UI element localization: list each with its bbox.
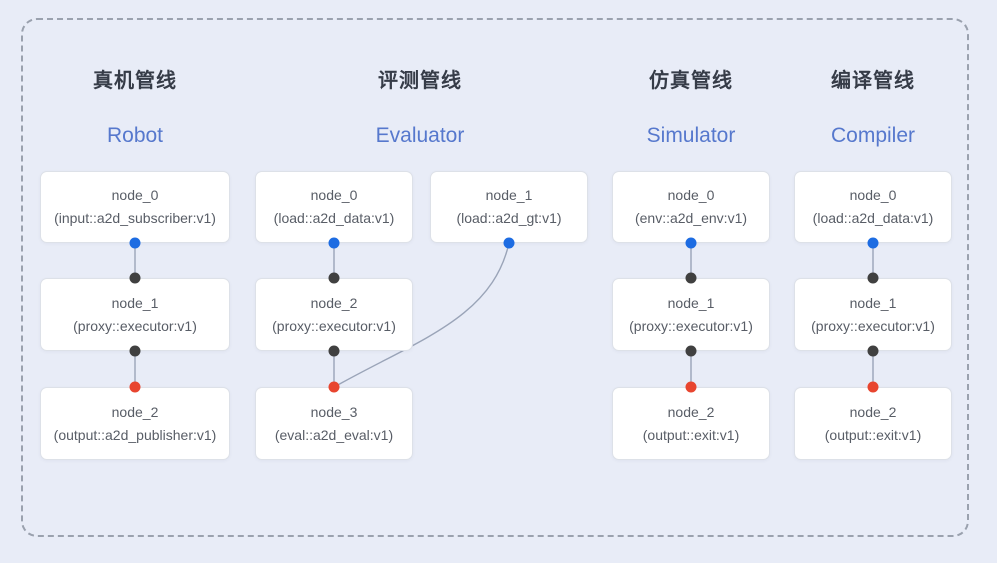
node-card-simulator-node1: node_1 (proxy::executor:v1) [612, 278, 770, 351]
node-card-evaluator-node2: node_2 (proxy::executor:v1) [255, 278, 413, 351]
node-name: node_2 [667, 403, 715, 420]
node-card-robot-node1: node_1 (proxy::executor:v1) [40, 278, 230, 351]
node-card-robot-node2: node_2 (output::a2d_publisher:v1) [40, 387, 230, 460]
node-name: node_1 [849, 294, 897, 311]
node-name: node_2 [111, 403, 159, 420]
node-name: node_2 [849, 403, 897, 420]
node-name: node_0 [310, 187, 358, 203]
pipeline-title-en-robot: Robot [106, 124, 164, 147]
node-card-evaluator-node3: node_3 (eval::a2d_eval:v1) [255, 387, 413, 460]
node-type: (proxy::executor:v1) [73, 317, 197, 334]
pipeline-title-zh-robot: 真机管线 [93, 70, 177, 92]
node-name: node_1 [485, 187, 533, 203]
node-card-simulator-node2: node_2 (output::exit:v1) [612, 387, 770, 460]
node-card-simulator-node0: node_0 (env::a2d_env:v1) [612, 171, 770, 243]
node-card-compiler-node1: node_1 (proxy::executor:v1) [794, 278, 952, 351]
pipeline-title-zh-compiler: 编译管线 [831, 70, 915, 92]
node-card-evaluator-node0: node_0 (load::a2d_data:v1) [255, 171, 413, 243]
node-type: (load::a2d_data:v1) [812, 210, 934, 226]
node-type: (load::a2d_data:v1) [273, 210, 395, 226]
node-type: (proxy::executor:v1) [272, 317, 396, 334]
node-type: (output::exit:v1) [824, 426, 922, 443]
node-name: node_1 [667, 294, 715, 311]
node-type: (output::a2d_publisher:v1) [53, 426, 217, 443]
node-type: (output::exit:v1) [642, 426, 740, 443]
node-name: node_0 [667, 187, 715, 203]
node-card-robot-node0: node_0 (input::a2d_subscriber:v1) [40, 171, 230, 243]
pipeline-title-en-simulator: Simulator [646, 124, 736, 147]
node-name: node_1 [111, 294, 159, 311]
pipeline-title-zh-evaluator: 评测管线 [378, 70, 462, 92]
node-name: node_0 [111, 187, 159, 203]
node-card-evaluator-node1: node_1 (load::a2d_gt:v1) [430, 171, 588, 243]
node-type: (env::a2d_env:v1) [634, 210, 748, 226]
node-card-compiler-node2: node_2 (output::exit:v1) [794, 387, 952, 460]
pipeline-title-en-evaluator: Evaluator [375, 124, 465, 147]
pipeline-title-en-compiler: Compiler [830, 124, 916, 147]
pipeline-title-zh-simulator: 仿真管线 [649, 70, 733, 92]
node-type: (proxy::executor:v1) [629, 317, 753, 334]
node-type: (input::a2d_subscriber:v1) [54, 210, 216, 226]
node-name: node_0 [849, 187, 897, 203]
node-type: (load::a2d_gt:v1) [456, 210, 562, 226]
node-type: (proxy::executor:v1) [811, 317, 935, 334]
dashed-frame [21, 18, 969, 537]
node-card-compiler-node0: node_0 (load::a2d_data:v1) [794, 171, 952, 243]
node-name: node_3 [310, 403, 358, 420]
node-type: (eval::a2d_eval:v1) [274, 426, 394, 443]
node-name: node_2 [310, 294, 358, 311]
